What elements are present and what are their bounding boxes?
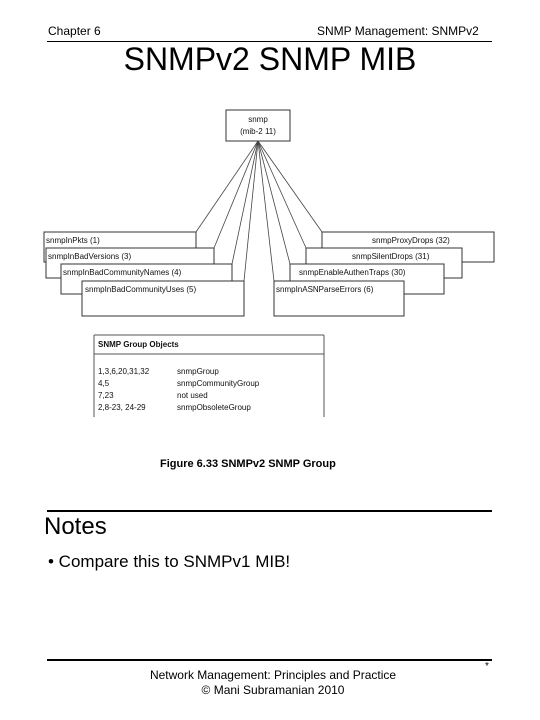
header-divider bbox=[47, 41, 492, 42]
right-node-4: snmpInASNParseErrors (6) bbox=[273, 280, 405, 317]
footer-star: * bbox=[485, 661, 489, 672]
notes-title: Notes bbox=[44, 513, 107, 540]
left-node-4: snmpInBadCommunityUses (5) bbox=[81, 280, 245, 317]
chapter-label: Chapter 6 bbox=[48, 24, 101, 38]
svg-text:snmpEnableAuthenTraps (30): snmpEnableAuthenTraps (30) bbox=[299, 268, 406, 277]
root-label-1: snmp bbox=[248, 115, 268, 124]
table-row-3-ids: 7,23 bbox=[98, 391, 114, 400]
svg-text:snmpSilentDrops (31): snmpSilentDrops (31) bbox=[352, 252, 430, 261]
table-row-1-ids: 1,3,6,20,31,32 bbox=[98, 367, 150, 376]
table-header: SNMP Group Objects bbox=[98, 340, 179, 349]
root-node: snmp (mib-2 11) bbox=[225, 109, 291, 142]
table-row-4-ids: 2,8-23, 24-29 bbox=[98, 403, 146, 412]
notes-bullet: • Compare this to SNMPv1 MIB! bbox=[48, 552, 291, 571]
slide-title: SNMPv2 SNMP MIB bbox=[123, 41, 417, 77]
table-row-4-group: snmpObsoleteGroup bbox=[177, 403, 251, 412]
footer-line-1: Network Management: Principles and Pract… bbox=[149, 668, 397, 682]
table-row-1-group: snmpGroup bbox=[177, 367, 219, 376]
mib-tree-diagram: snmp (mib-2 11) snmpInPkts (1) snmpInBad… bbox=[43, 109, 495, 417]
table-row-2-ids: 4,5 bbox=[98, 379, 110, 388]
svg-text:snmpInBadCommunityUses (5): snmpInBadCommunityUses (5) bbox=[85, 285, 196, 294]
table-row-2-group: snmpCommunityGroup bbox=[177, 379, 260, 388]
svg-text:snmpInASNParseErrors (6): snmpInASNParseErrors (6) bbox=[276, 285, 374, 294]
svg-text:snmpInBadVersions (3): snmpInBadVersions (3) bbox=[48, 252, 131, 261]
footer-line-2: © Mani Subramanian 2010 bbox=[201, 683, 345, 697]
table-row-3-group: not used bbox=[177, 391, 208, 400]
svg-text:snmpInPkts (1): snmpInPkts (1) bbox=[46, 236, 100, 245]
footer: Network Management: Principles and Pract… bbox=[0, 668, 540, 698]
footer-divider bbox=[47, 659, 492, 661]
root-label-2: (mib-2 11) bbox=[240, 127, 276, 136]
section-label: SNMP Management: SNMPv2 bbox=[317, 24, 479, 38]
notes-divider bbox=[47, 510, 492, 512]
svg-text:snmpProxyDrops (32): snmpProxyDrops (32) bbox=[372, 236, 450, 245]
group-objects-table: SNMP Group Objects 1,3,6,20,31,32 snmpGr… bbox=[93, 334, 325, 417]
figure-caption: Figure 6.33 SNMPv2 SNMP Group bbox=[160, 458, 336, 470]
connector-lines bbox=[195, 140, 323, 282]
svg-text:snmpInBadCommunityNames (4): snmpInBadCommunityNames (4) bbox=[63, 268, 182, 277]
